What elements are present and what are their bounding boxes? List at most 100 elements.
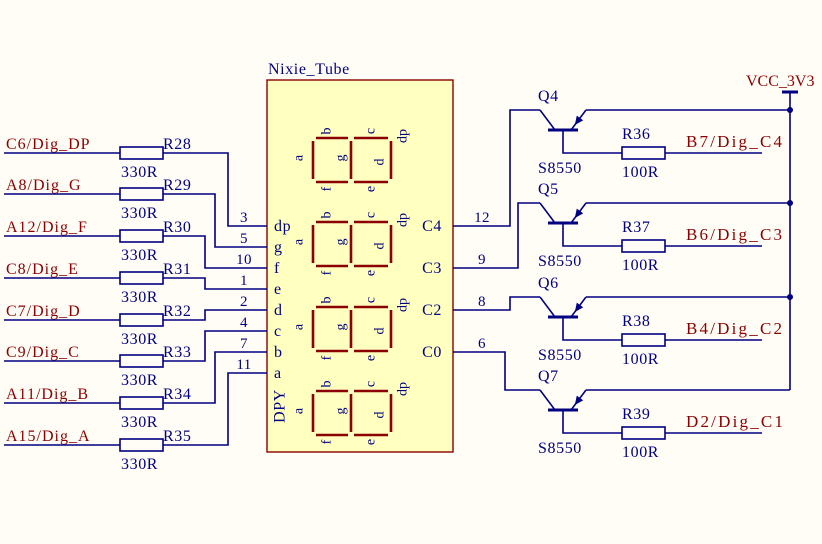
resistor-value: 100R — [622, 257, 659, 274]
segment-label-g: g — [334, 408, 349, 415]
net-label: A11/Dig_B — [6, 386, 89, 403]
digit-4: a b c d e f g dp — [292, 381, 411, 446]
pin-number: 4 — [240, 315, 248, 331]
resistor-value: 100R — [622, 444, 659, 461]
pin-name: C3 — [422, 260, 442, 277]
wire-to-segment-pin — [163, 351, 267, 404]
base-wire — [562, 410, 622, 434]
segment-label-b: b — [320, 212, 335, 219]
segment-label-c: c — [364, 128, 379, 134]
segment-label-f: f — [320, 186, 335, 191]
wire-to-segment-pin — [163, 152, 267, 227]
pin-number: 11 — [236, 357, 251, 373]
segment-label-f: f — [320, 270, 335, 275]
resistor-designator: R32 — [163, 303, 191, 320]
net-label: B7/Dig_C4 — [686, 132, 784, 151]
segment-label-dp: dp — [396, 382, 411, 396]
emitter-arrow-icon — [574, 208, 584, 218]
segment-label-a: a — [292, 407, 307, 414]
segment-pin-8: 11 a — [236, 357, 281, 382]
segment-label-d: d — [373, 412, 388, 419]
segment-label-c: c — [364, 212, 379, 218]
transistor-designator: Q7 — [538, 368, 559, 385]
resistor — [119, 313, 164, 327]
segment-label-a: a — [292, 154, 307, 161]
resistor — [621, 333, 666, 347]
transistor-designator: Q5 — [538, 181, 559, 198]
wire-to-collector — [453, 351, 540, 391]
pin-name: b — [274, 344, 283, 361]
pin-name: f — [274, 260, 280, 277]
common-pin-3: 8C2 — [422, 294, 486, 319]
segment-label-b: b — [320, 381, 335, 388]
resistor-designator: R37 — [622, 219, 650, 236]
segment-label-e: e — [364, 355, 379, 361]
transistor-collector — [539, 109, 556, 131]
display-designator: DPY — [272, 389, 289, 423]
segment-label-e: e — [364, 439, 379, 445]
resistor-value: 100R — [622, 351, 659, 368]
pin-number: 8 — [478, 294, 486, 310]
segment-label-g: g — [334, 239, 349, 246]
resistor-designator: R36 — [622, 126, 650, 143]
resistor — [119, 187, 164, 201]
segment-label-dp: dp — [396, 213, 411, 227]
resistor-designator: R39 — [622, 406, 650, 423]
common-pin-4: 6C0 — [422, 336, 486, 361]
net-label: B4/Dig_C2 — [686, 319, 784, 338]
wire-to-segment-pin — [163, 330, 267, 362]
segment-label-c: c — [364, 381, 379, 387]
resistor-designator: R28 — [163, 136, 191, 153]
pin-name: g — [274, 239, 283, 256]
pin-number: 7 — [240, 336, 248, 352]
pin-number: 12 — [474, 210, 490, 226]
net-label: C9/Dig_C — [6, 344, 80, 361]
segment-label-dp: dp — [396, 129, 411, 143]
segment-label-d: d — [373, 328, 388, 335]
resistor-value: 330R — [121, 205, 158, 222]
resistor — [119, 271, 164, 285]
segment-label-dp: dp — [396, 298, 411, 312]
base-wire — [562, 317, 622, 341]
transistor-part-number: S8550 — [538, 347, 582, 364]
base-wire — [562, 130, 622, 154]
junction-dot — [787, 294, 793, 300]
pin-number: 6 — [478, 336, 486, 352]
net-label: C7/Dig_D — [6, 303, 81, 320]
net-label: A15/Dig_A — [6, 428, 91, 445]
net-label: D2/Dig_C1 — [686, 412, 785, 431]
wire-to-segment-pin — [163, 372, 267, 446]
segment-label-b: b — [320, 128, 335, 135]
pin-name: C4 — [422, 218, 442, 235]
resistor — [621, 239, 666, 253]
transistor-collector — [539, 202, 556, 224]
emitter-arrow-icon — [574, 115, 584, 125]
wire-to-collector — [453, 202, 540, 269]
pin-number: 3 — [240, 210, 248, 226]
wire-to-collector — [453, 109, 540, 227]
segment-label-f: f — [320, 439, 335, 444]
resistor-designator: R38 — [622, 313, 650, 330]
pin-name: e — [274, 281, 282, 298]
transistor-collector — [539, 296, 556, 318]
wire-to-segment-pin — [163, 235, 267, 269]
pin-name: a — [274, 365, 282, 382]
net-label: C6/Dig_DP — [6, 136, 91, 153]
wire-to-segment-pin — [163, 193, 267, 248]
segment-label-c: c — [364, 297, 379, 303]
resistor — [621, 426, 666, 440]
